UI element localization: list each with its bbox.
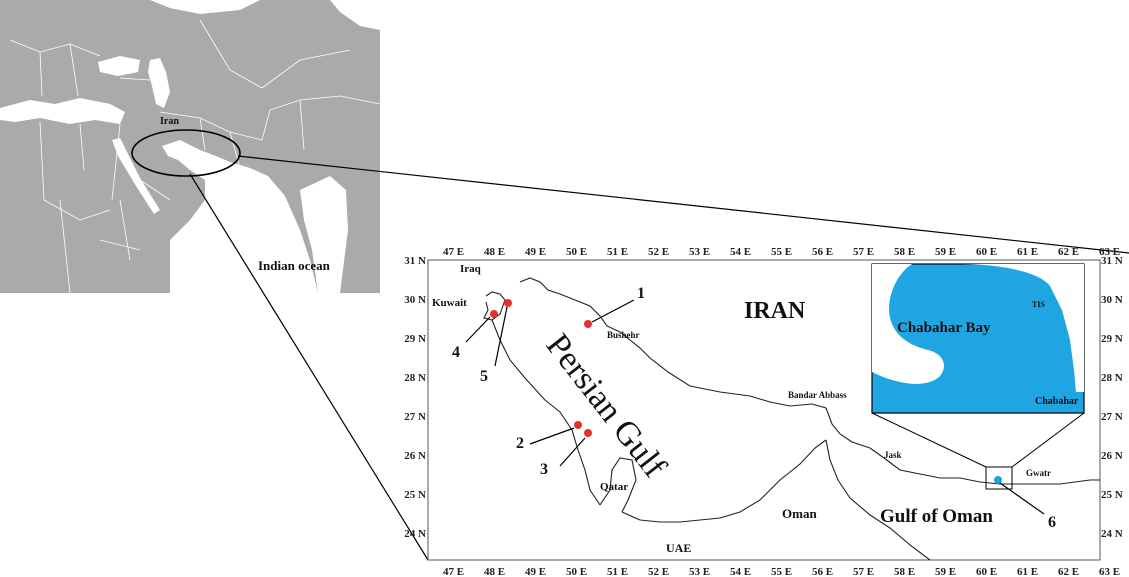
latitude-tick-label: 28 N [404,372,426,384]
label-iran: IRAN [744,298,806,324]
longitude-tick-label: 63 E [1099,566,1120,577]
longitude-tick-label: 54 E [730,566,751,577]
latitude-tick-label: 26 N [404,450,426,462]
longitude-tick-label: 52 E [648,246,669,258]
latitude-tick-label: 24 N [404,528,426,540]
latitude-tick-label: 30 N [1101,294,1123,306]
station-3-label: 3 [540,461,548,478]
longitude-tick-label: 51 E [607,246,628,258]
longitude-tick-label: 47 E [443,566,464,577]
latitude-tick-label: 25 N [1101,489,1123,501]
longitude-tick-label: 59 E [935,566,956,577]
longitude-tick-label: 60 E [976,566,997,577]
label-iraq: Iraq [460,263,482,275]
station-2-dot [574,421,582,429]
latitude-tick-label: 30 N [404,294,426,306]
longitude-tick-label: 52 E [648,566,669,577]
latitude-tick-label: 27 N [404,411,426,423]
label-bushehr: Bushehr [607,330,640,340]
world-label-indian-ocean: Indian ocean [258,258,331,273]
longitude-tick-label: 62 E [1058,566,1079,577]
inset-label-tis: TIS [1032,300,1045,309]
latitude-tick-label: 27 N [1101,411,1123,423]
longitude-tick-label: 61 E [1017,566,1038,577]
longitude-tick-label: 60 E [976,246,997,258]
label-gwatr: Gwatr [1026,468,1051,478]
label-qatar: Qatar [600,481,628,493]
longitude-ticks-top: 47 E 48 E 49 E 50 E 51 E 52 E 53 E 54 E 55 E 56 E… [443,246,1120,258]
inset-chabahar-bay: Chabahar Bay TIS Chabahar [871,263,1085,414]
label-kuwait: Kuwait [432,297,467,309]
longitude-tick-label: 63 E [1099,246,1120,258]
longitude-tick-label: 57 E [853,566,874,577]
latitude-tick-label: 29 N [404,333,426,345]
station-1-label: 1 [637,285,645,302]
latitude-tick-label: 25 N [404,489,426,501]
label-jask: Jask [884,450,902,460]
longitude-tick-label: 54 E [730,246,751,258]
longitude-tick-label: 48 E [484,566,505,577]
latitude-ticks-left: 31 N 30 N 29 N 28 N 27 N 26 N 25 N 24 N [404,255,426,540]
station-2-label: 2 [516,435,524,452]
longitude-tick-label: 57 E [853,246,874,258]
label-oman: Oman [782,506,817,521]
world-label-iran: Iran [160,116,179,127]
coastline [483,277,1100,561]
station-4-label: 4 [452,344,460,361]
longitude-tick-label: 58 E [894,566,915,577]
longitude-tick-label: 51 E [607,566,628,577]
longitude-tick-label: 53 E [689,246,710,258]
station-6-dot [994,476,1002,484]
station-1-dot [584,320,592,328]
station-6-label: 6 [1048,514,1056,531]
world-map: Iran [0,0,380,293]
latitude-tick-label: 29 N [1101,333,1123,345]
latitude-tick-label: 31 N [1101,255,1123,267]
longitude-tick-label: 55 E [771,566,792,577]
longitude-tick-label: 56 E [812,566,833,577]
longitude-tick-label: 50 E [566,566,587,577]
longitude-tick-label: 58 E [894,246,915,258]
label-gulf-of-oman: Gulf of Oman [880,506,993,527]
station-4-dot [490,310,498,318]
longitude-tick-label: 62 E [1058,246,1079,258]
inset-label-chabahar: Chabahar [1035,396,1079,407]
latitude-tick-label: 28 N [1101,372,1123,384]
longitude-tick-label: 59 E [935,246,956,258]
longitude-tick-label: 50 E [566,246,587,258]
longitude-tick-label: 49 E [525,246,546,258]
label-uae: UAE [666,541,691,555]
longitude-tick-label: 47 E [443,246,464,258]
longitude-tick-label: 56 E [812,246,833,258]
longitude-tick-label: 61 E [1017,246,1038,258]
longitude-tick-label: 55 E [771,246,792,258]
station-5-dot [504,299,512,307]
longitude-ticks-bottom: 47 E 48 E 49 E 50 E 51 E 52 E 53 E 54 E 55 E 56 E… [443,566,1120,577]
latitude-ticks-right: 31 N 30 N 29 N 28 N 27 N 26 N 25 N 24 N [1101,255,1123,540]
latitude-tick-label: 24 N [1101,528,1123,540]
label-bandar-abbass: Bandar Abbass [788,390,847,400]
longitude-tick-label: 48 E [484,246,505,258]
latitude-tick-label: 26 N [1101,450,1123,462]
station-3-dot [584,429,592,437]
latitude-tick-label: 31 N [404,255,426,267]
inset-title: Chabahar Bay [897,320,991,336]
station-5-label: 5 [480,368,488,385]
longitude-tick-label: 53 E [689,566,710,577]
longitude-tick-label: 49 E [525,566,546,577]
